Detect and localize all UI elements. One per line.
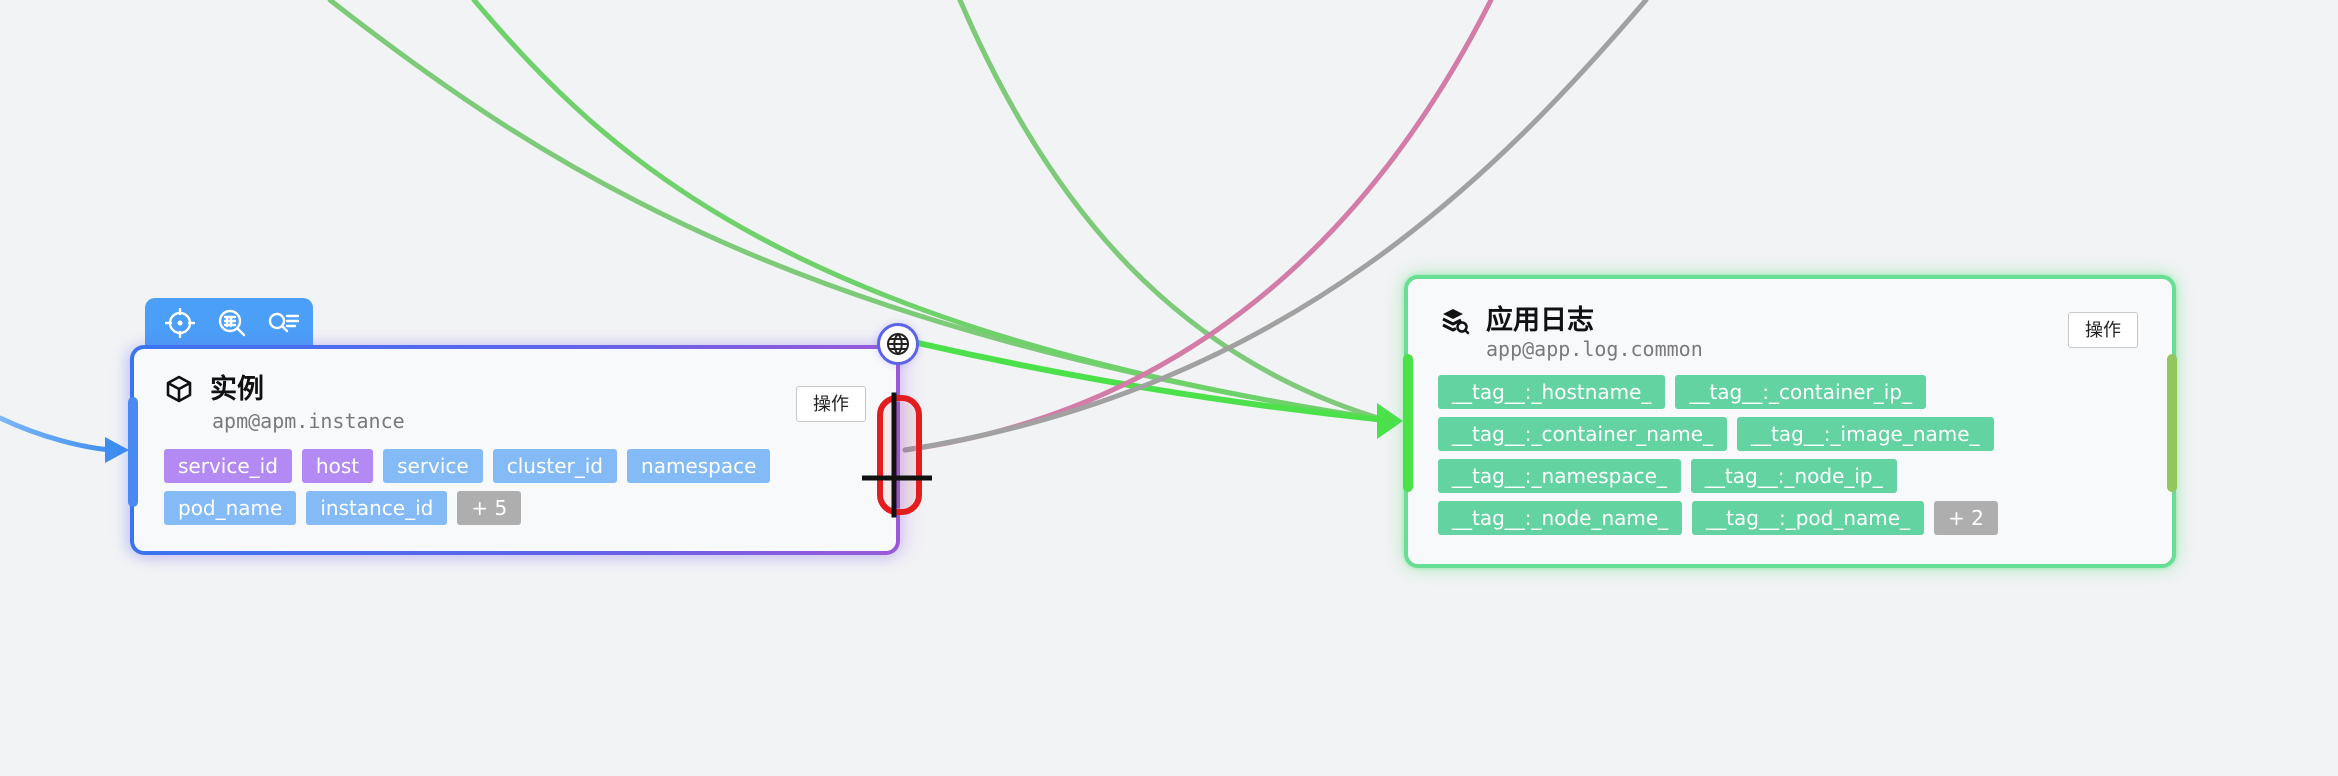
toolbar-list-search-button[interactable] (267, 306, 301, 340)
applog-left-handle[interactable] (1403, 354, 1413, 492)
tag-chip[interactable]: cluster_id (492, 449, 618, 483)
tag-chip[interactable]: host (301, 449, 374, 483)
globe-icon (887, 333, 909, 355)
toolbar-table-search-button[interactable] (215, 306, 249, 340)
table-search-icon (218, 309, 246, 336)
instance-node-title: 实例 (210, 373, 264, 405)
tag-chip[interactable]: __tag__:_image_name_ (1737, 417, 1994, 451)
tag-chip[interactable]: service (383, 449, 483, 483)
tag-chip[interactable]: __tag__:_container_ip_ (1675, 375, 1926, 409)
applog-node-header: 应用日志 (1438, 304, 1594, 336)
instance-tag-list: service_id host service cluster_id names… (164, 449, 854, 525)
tag-chip[interactable]: __tag__:_node_ip_ (1690, 459, 1897, 493)
tag-chip[interactable]: __tag__:_node_name_ (1438, 501, 1683, 535)
tag-chip[interactable]: __tag__:_pod_name_ (1692, 501, 1925, 535)
tag-chip[interactable]: __tag__:_container_name_ (1438, 417, 1728, 451)
more-tags-chip[interactable]: + 5 (457, 491, 522, 525)
tag-chip[interactable]: pod_name (164, 491, 297, 525)
crosshair-cursor-icon (862, 392, 932, 518)
green-edge-from-port[interactable] (915, 340, 1388, 423)
tag-chip[interactable]: namespace (627, 449, 771, 483)
applog-tag-list: __tag__:_hostname_ __tag__:_container_ip… (1438, 375, 2148, 535)
instance-node-subtitle: apm@apm.instance (212, 409, 405, 433)
focus-icon (165, 307, 195, 338)
tag-chip[interactable]: instance_id (306, 491, 448, 525)
toolbar-focus-button[interactable] (163, 306, 197, 340)
instance-node-toolbar (145, 298, 313, 347)
list-search-icon (268, 312, 300, 332)
incoming-blue-arrow (105, 437, 129, 463)
tag-chip[interactable]: service_id (164, 449, 292, 483)
applog-right-handle[interactable] (2167, 354, 2177, 492)
applog-node-title: 应用日志 (1486, 304, 1594, 336)
instance-action-button[interactable]: 操作 (796, 386, 866, 422)
incoming-blue-edge[interactable] (0, 415, 115, 453)
red-selection-handle[interactable] (877, 395, 922, 515)
more-tags-chip[interactable]: + 2 (1934, 501, 1998, 535)
applog-node-subtitle: app@app.log.common (1486, 337, 1703, 361)
instance-node-header: 实例 (164, 374, 264, 404)
applog-node-card[interactable]: 应用日志 app@app.log.common 操作 __tag__:_host… (1403, 275, 2177, 568)
tag-chip[interactable]: __tag__:_hostname_ (1438, 375, 1666, 409)
green-edge-top-middle[interactable] (957, 0, 1388, 423)
cube-icon (166, 375, 192, 403)
instance-node-card[interactable]: 实例 apm@apm.instance 操作 service_id host s… (128, 345, 900, 555)
instance-globe-port[interactable] (877, 323, 919, 365)
green-edge-instance-to-log[interactable] (471, 0, 1388, 423)
green-edge-arrow (1377, 403, 1403, 439)
gray-edge[interactable] (902, 0, 1649, 453)
stack-search-icon (1442, 309, 1470, 335)
tag-chip[interactable]: __tag__:_namespace_ (1438, 459, 1681, 493)
instance-left-handle[interactable] (128, 397, 138, 507)
applog-action-button[interactable]: 操作 (2068, 312, 2138, 348)
